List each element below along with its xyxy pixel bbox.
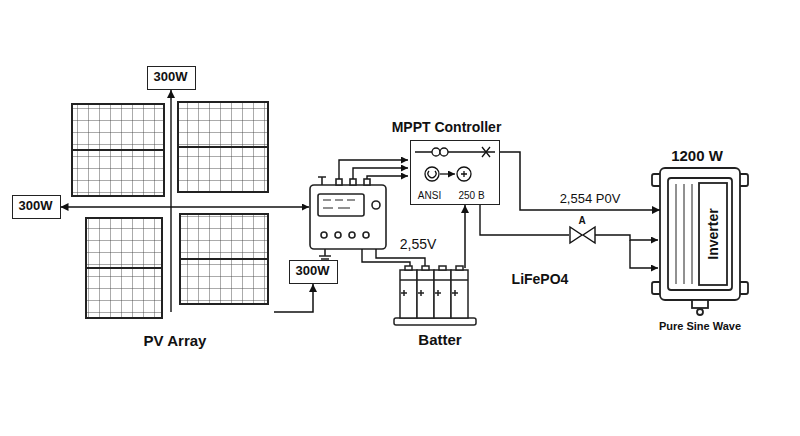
node-text: Inverter — [705, 208, 721, 259]
charge-controller-part — [318, 194, 364, 216]
array-bus-wires-part — [274, 206, 309, 207]
valve-circuit-part — [630, 240, 658, 268]
inverter-body-part — [676, 184, 692, 284]
valve-circuit-part — [595, 235, 658, 240]
node-text: 300W — [296, 264, 330, 279]
node-text: ANSI — [418, 190, 441, 202]
inverter-body-part — [660, 168, 740, 300]
battery-pack-part — [417, 270, 434, 318]
power-label-box: 300W — [147, 66, 196, 90]
controller-wires — [339, 160, 425, 269]
battery-pack-part — [456, 266, 463, 270]
battery-pack-part — [400, 279, 468, 281]
node-text: Batter — [418, 331, 461, 348]
charge-controller-part — [372, 201, 380, 209]
edge-label: 2,554 P0V — [558, 192, 623, 207]
charge-controller-part — [336, 179, 342, 185]
charge-controller-part — [323, 200, 355, 208]
array-bus-wires-part — [70, 206, 274, 207]
inverter-body-part — [697, 309, 703, 315]
power-label-box: 300W — [12, 195, 61, 219]
battery-pack-part — [401, 290, 458, 296]
node-text: 300W — [19, 199, 53, 214]
charge-controller-part — [318, 177, 326, 185]
solar-panels — [72, 102, 268, 318]
inverter-body-part — [699, 183, 727, 285]
array-bus-wires-part — [170, 100, 171, 312]
battery-pack-part — [400, 270, 417, 318]
connector — [464, 205, 466, 268]
battery-pack-part — [394, 318, 476, 325]
charge-controller-part — [363, 232, 369, 238]
node-text: Pure Sine Wave — [659, 320, 741, 333]
mppt-symbols-part — [432, 148, 440, 156]
battery-pack-part — [439, 266, 446, 270]
mppt-symbols-part — [428, 171, 467, 178]
inverter: 1200 WInverterPure Sine Wave — [660, 168, 740, 300]
node-text: 250 B — [458, 190, 484, 202]
controller-wires-part — [353, 168, 408, 179]
inverter-body — [652, 168, 748, 315]
charge-controller-part — [349, 232, 355, 238]
valve-circuit-part — [570, 227, 595, 243]
mppt-symbols-part — [440, 173, 455, 174]
mppt-symbols — [415, 147, 495, 181]
mppt-controller: MPPT ControllerANSI250 B — [410, 140, 500, 205]
battery-pack-part — [422, 266, 429, 270]
charge-controller-part — [319, 249, 331, 259]
mppt-symbols-part — [482, 147, 490, 157]
battery-pack-part — [434, 270, 451, 318]
charge-controller-part — [321, 232, 327, 238]
battery-pack-part — [405, 266, 412, 270]
valve-circuit — [480, 205, 658, 268]
connector — [61, 206, 71, 208]
power-label-box: 300W — [289, 260, 338, 284]
inverter-body-part — [668, 178, 732, 290]
controller-wires-part — [339, 160, 408, 179]
mppt-symbols-part — [425, 167, 439, 181]
connector — [274, 284, 313, 312]
node-text: LiFePO4 — [512, 271, 569, 287]
mppt-symbols-part — [440, 148, 448, 156]
charge-controller — [310, 177, 386, 259]
connector — [170, 90, 172, 100]
connector — [500, 152, 660, 210]
battery-pack — [394, 266, 476, 325]
battery-pack-part — [451, 270, 468, 318]
charge-controller-part — [364, 179, 370, 185]
charge-controller-part — [350, 179, 356, 185]
node-text: 300W — [154, 70, 188, 85]
controller-wires-part — [367, 176, 408, 179]
charge-controller-part — [310, 185, 386, 249]
array-bus-wires — [70, 100, 309, 312]
node-text: 1200 W — [671, 147, 723, 164]
voltage-label: 2,55V — [398, 236, 439, 252]
node-text: PV Array — [144, 332, 207, 349]
node-text: MPPT Controller — [392, 119, 502, 135]
inverter-body-part — [692, 300, 708, 308]
valve-label: A — [576, 215, 587, 227]
charge-controller-part — [335, 232, 341, 238]
mppt-symbols-part — [415, 151, 495, 152]
pv-array: PV Array — [70, 100, 274, 322]
battery: BatterLiFePO4 — [398, 268, 472, 320]
